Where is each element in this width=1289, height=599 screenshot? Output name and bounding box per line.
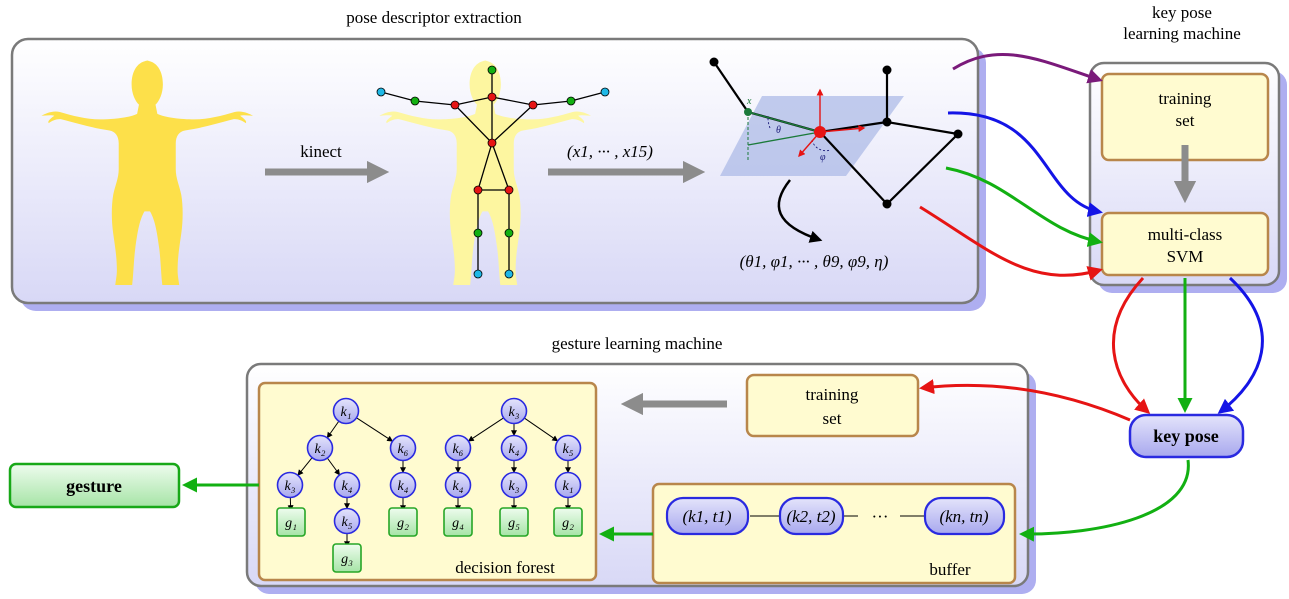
- kinect-label: kinect: [300, 142, 342, 161]
- gesture-node-label: gesture: [66, 476, 122, 496]
- keypose-to-buffer-arrow: [1019, 459, 1190, 542]
- skeleton-figure: [376, 60, 610, 285]
- tree-node-label: k₄: [508, 442, 519, 457]
- tree-leaf-label: g₅: [508, 516, 520, 531]
- gesture-panel-title: gesture learning machine: [552, 334, 723, 353]
- tree-node: [500, 434, 528, 462]
- tree-node: [554, 434, 582, 462]
- gesture-training-set: [745, 373, 920, 438]
- theta-label: θ: [776, 125, 781, 136]
- green-arrow: [945, 166, 1103, 247]
- tree-node-label: k₁: [562, 479, 573, 494]
- svm-blue-arrow: [1217, 276, 1264, 414]
- purple-arrow: [952, 52, 1103, 84]
- tree-edge: [327, 458, 341, 476]
- gesture-training-line2: set: [823, 409, 842, 428]
- tree-leaf: [276, 507, 306, 537]
- tree-node-label: k₃: [508, 405, 519, 420]
- svm-red-arrow: [1111, 276, 1151, 414]
- key-pose-node: [1128, 413, 1245, 459]
- phi-label: φ: [820, 152, 826, 163]
- tree-leaf: [388, 507, 418, 537]
- svm-line1: multi-class: [1148, 225, 1223, 244]
- tree-node: [333, 507, 361, 535]
- tree-leaf: [499, 507, 529, 537]
- tree-edge: [326, 421, 339, 439]
- tree-leaf: [332, 543, 362, 573]
- buffer-item-label: (kn, tn): [939, 507, 988, 526]
- tree-node-label: k₄: [397, 479, 408, 494]
- svm-line2: SVM: [1167, 247, 1204, 266]
- keypose-to-training-arrow: [919, 379, 1131, 422]
- tree-leaf-label: g₂: [397, 516, 409, 531]
- tree-leaf: [553, 507, 583, 537]
- key-pose-node-label: key pose: [1153, 426, 1219, 446]
- pose-descriptor-geometry: x θ φ: [709, 57, 963, 243]
- axis-x-label: x: [746, 96, 752, 107]
- tree-edge: [524, 417, 559, 442]
- tree-node-label: k₆: [452, 442, 463, 457]
- tree-node: [444, 471, 472, 499]
- decision-forest-box: [257, 381, 598, 582]
- buffer-item: [665, 496, 750, 536]
- forest-edges: [287, 417, 571, 548]
- tree-node: [554, 471, 582, 499]
- forest-nodes: k₁ k₂ k₆ k₃ k₄ k₄ k₅ g₁ g₃ g₂ k₃ k₆ k₄ k₅ k₄ k₃ k₁ g₄ g₅ g₂: [276, 397, 583, 573]
- tree-leaf-label: g₂: [562, 516, 574, 531]
- tree-node-label: k₅: [341, 515, 352, 530]
- gesture-node: [8, 462, 181, 509]
- tree-node-label: k₅: [562, 442, 573, 457]
- buffer-ellipsis: ···: [872, 507, 889, 526]
- tree-node: [276, 471, 304, 499]
- key-pose-training-line2: set: [1176, 111, 1195, 130]
- tree-edge: [356, 417, 394, 442]
- blue-arrow: [947, 111, 1103, 217]
- coords-label: (x1, ··· , x15): [567, 142, 653, 161]
- tree-node: [333, 471, 361, 499]
- angles-label: (θ1, φ1, ··· , θ9, φ9, η): [740, 252, 889, 271]
- tree-node: [389, 434, 417, 462]
- tree-node-label: k₆: [397, 442, 408, 457]
- tree-leaf-label: g₃: [341, 552, 353, 567]
- tree-leaf-label: g₄: [452, 516, 464, 531]
- tree-node-label: k₁: [340, 405, 351, 420]
- tree-node-label: k₃: [284, 479, 295, 494]
- key-pose-title-1: key pose: [1152, 3, 1212, 22]
- tree-node: [332, 397, 360, 425]
- tree-node: [389, 471, 417, 499]
- tree-leaf-label: g₁: [285, 516, 297, 531]
- buffer-item-label: (k2, t2): [786, 507, 835, 526]
- key-pose-training-line1: training: [1159, 89, 1212, 108]
- tree-node: [500, 397, 528, 425]
- buffer-item: [923, 496, 1006, 536]
- tree-node: [306, 434, 334, 462]
- gesture-training-line1: training: [806, 385, 859, 404]
- tree-leaf: [443, 507, 473, 537]
- tree-node: [500, 471, 528, 499]
- decision-forest-label: decision forest: [455, 558, 555, 577]
- tree-node-label: k₄: [452, 479, 463, 494]
- pose-descriptor-title: pose descriptor extraction: [346, 8, 522, 27]
- tree-node-label: k₃: [508, 479, 519, 494]
- buffer-sequence: (k1, t1) (k2, t2) ··· (kn, tn): [665, 496, 1006, 536]
- tree-node-label: k₂: [314, 442, 325, 457]
- key-pose-title-2: learning machine: [1123, 24, 1241, 43]
- tree-edge: [467, 417, 504, 442]
- buffer-item-label: (k1, t1): [682, 507, 731, 526]
- tree-edge: [297, 457, 313, 476]
- buffer-item: [778, 496, 845, 536]
- tree-node-label: k₄: [341, 479, 352, 494]
- buffer-label: buffer: [929, 560, 971, 579]
- red-arrow: [919, 205, 1103, 281]
- tree-node: [444, 434, 472, 462]
